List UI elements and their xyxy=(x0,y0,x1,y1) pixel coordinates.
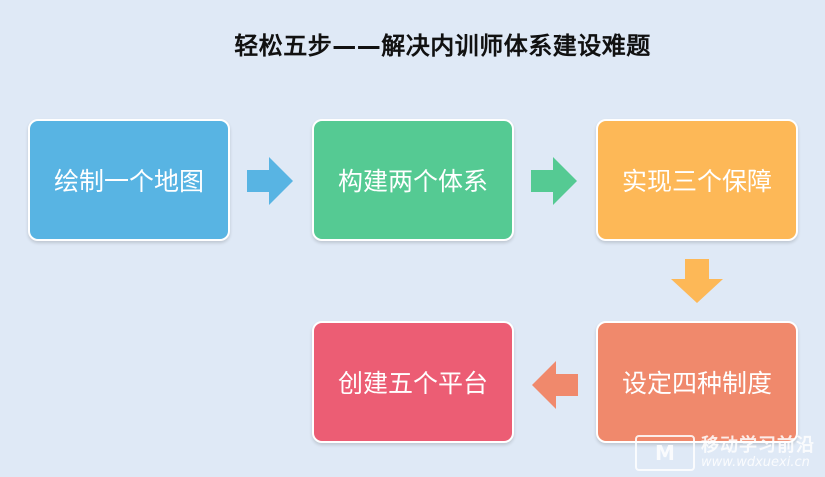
step-1-box: 绘制一个地图 xyxy=(28,119,230,241)
watermark-logo-icon: M xyxy=(635,435,695,471)
arrow-left-icon xyxy=(532,361,578,409)
watermark: M 移动学习前沿 www.wdxuexi.cn xyxy=(635,435,815,471)
arrow-right-icon xyxy=(531,157,577,205)
watermark-url: www.wdxuexi.cn xyxy=(701,454,810,470)
step-3-box: 实现三个保障 xyxy=(596,119,798,241)
step-2-box: 构建两个体系 xyxy=(312,119,514,241)
arrow-down-icon xyxy=(671,259,723,303)
watermark-name: 移动学习前沿 xyxy=(701,434,815,456)
step-4-box: 设定四种制度 xyxy=(596,321,798,443)
step-5-box: 创建五个平台 xyxy=(312,321,514,443)
arrow-right-icon xyxy=(247,157,293,205)
watermark-text: 移动学习前沿 www.wdxuexi.cn xyxy=(701,436,815,470)
diagram-title: 轻松五步——解决内训师体系建设难题 xyxy=(234,32,651,60)
